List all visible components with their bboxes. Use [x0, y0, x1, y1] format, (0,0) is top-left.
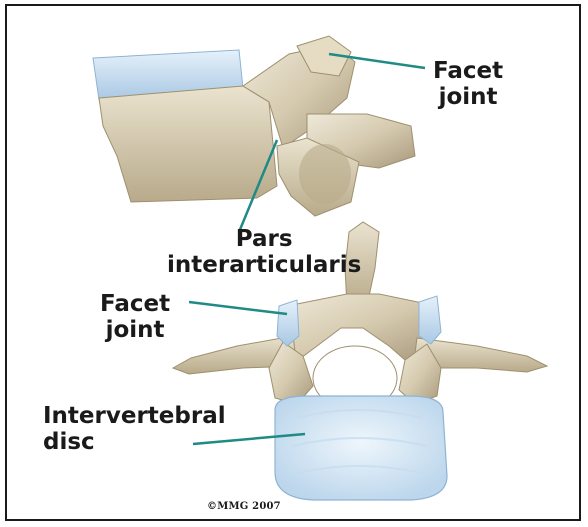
label-disc-line1: Intervertebral — [43, 403, 226, 429]
label-facet-joint-mid: Facet joint — [100, 291, 170, 343]
label-facet-joint-top: Facet joint — [433, 58, 503, 110]
label-pars-line1: Pars — [167, 226, 361, 252]
leader-facet-mid — [189, 302, 287, 314]
facet-cartilage-left — [277, 300, 299, 346]
label-disc-line2: disc — [43, 429, 226, 455]
label-intervertebral-disc: Intervertebral disc — [43, 403, 226, 455]
intervertebral-disc-shape — [275, 396, 447, 500]
facet-cartilage-right — [419, 296, 441, 344]
copyright-notice: ©MMG 2007 — [207, 501, 281, 512]
lateral-vertebra — [93, 36, 415, 216]
label-pars-line2: interarticularis — [167, 252, 361, 278]
label-facet-joint-mid-line1: Facet — [100, 291, 170, 317]
label-facet-joint-mid-line2: joint — [100, 317, 170, 343]
vertebral-body-side — [99, 86, 277, 202]
label-pars-interarticularis: Pars interarticularis — [167, 226, 361, 278]
label-facet-joint-top-line1: Facet — [433, 58, 503, 84]
label-facet-joint-top-line2: joint — [433, 84, 503, 110]
diagram-frame: Facet joint Pars interarticularis Facet … — [5, 4, 581, 521]
